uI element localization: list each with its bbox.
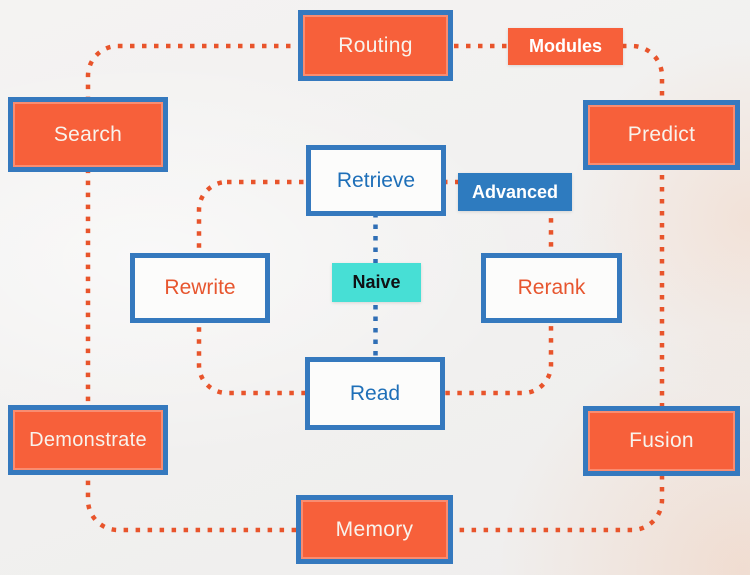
node-memory-label: Memory	[335, 517, 414, 541]
node-predict-label: Predict	[627, 123, 696, 146]
node-rewrite-label: Rewrite	[164, 276, 236, 299]
node-predict: Predict	[583, 100, 740, 170]
node-fusion: Fusion	[583, 406, 740, 476]
tag-advanced: Advanced	[458, 173, 572, 211]
tag-naive-label: Naive	[352, 272, 401, 292]
tag-modules: Modules	[508, 28, 623, 65]
node-demonstrate: Demonstrate	[8, 405, 168, 475]
node-search: Search	[8, 97, 168, 172]
node-routing: Routing	[298, 10, 453, 81]
node-retrieve: Retrieve	[306, 145, 446, 216]
node-search-label: Search	[53, 122, 123, 146]
node-fusion-label: Fusion	[629, 429, 694, 452]
node-rerank-label: Rerank	[517, 276, 586, 299]
tag-modules-label: Modules	[528, 36, 602, 56]
node-routing-label: Routing	[338, 33, 413, 57]
node-retrieve-label: Retrieve	[336, 168, 416, 192]
node-rerank: Rerank	[481, 253, 622, 323]
node-rewrite: Rewrite	[130, 253, 270, 323]
tag-advanced-label: Advanced	[471, 181, 559, 202]
node-read-label: Read	[349, 381, 401, 405]
node-memory: Memory	[296, 495, 453, 564]
node-read: Read	[305, 357, 445, 430]
node-demonstrate-label: Demonstrate	[29, 428, 147, 451]
tag-naive: Naive	[332, 263, 421, 302]
